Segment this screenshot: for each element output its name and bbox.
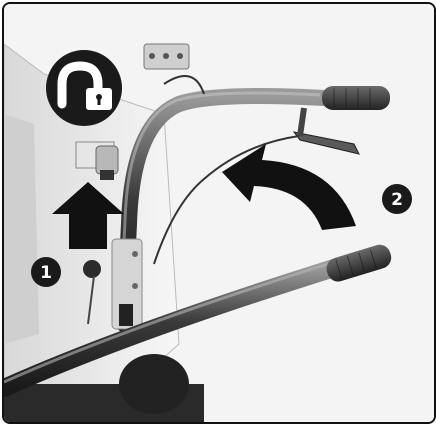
handlebar-illustration: 1 2 xyxy=(4,4,434,422)
wheel xyxy=(119,354,189,414)
step-1-badge: 1 xyxy=(31,257,61,287)
handle-tube-lower xyxy=(4,259,343,397)
brake-lever xyxy=(292,131,360,155)
up-arrow-icon xyxy=(52,182,124,249)
housing-side-panel xyxy=(4,114,39,344)
lock-knob xyxy=(95,145,119,175)
step-2-badge: 2 xyxy=(382,184,412,214)
brake-cable xyxy=(153,135,300,265)
upper-grip xyxy=(322,86,390,110)
step-1-label: 1 xyxy=(40,263,52,283)
curved-arrow-icon xyxy=(222,144,356,230)
lower-grip xyxy=(326,244,392,282)
release-knob xyxy=(83,260,101,278)
step-2-label: 2 xyxy=(391,190,403,210)
unlock-padlock-icon xyxy=(46,50,122,126)
handle-tube-upper xyxy=(116,88,332,332)
